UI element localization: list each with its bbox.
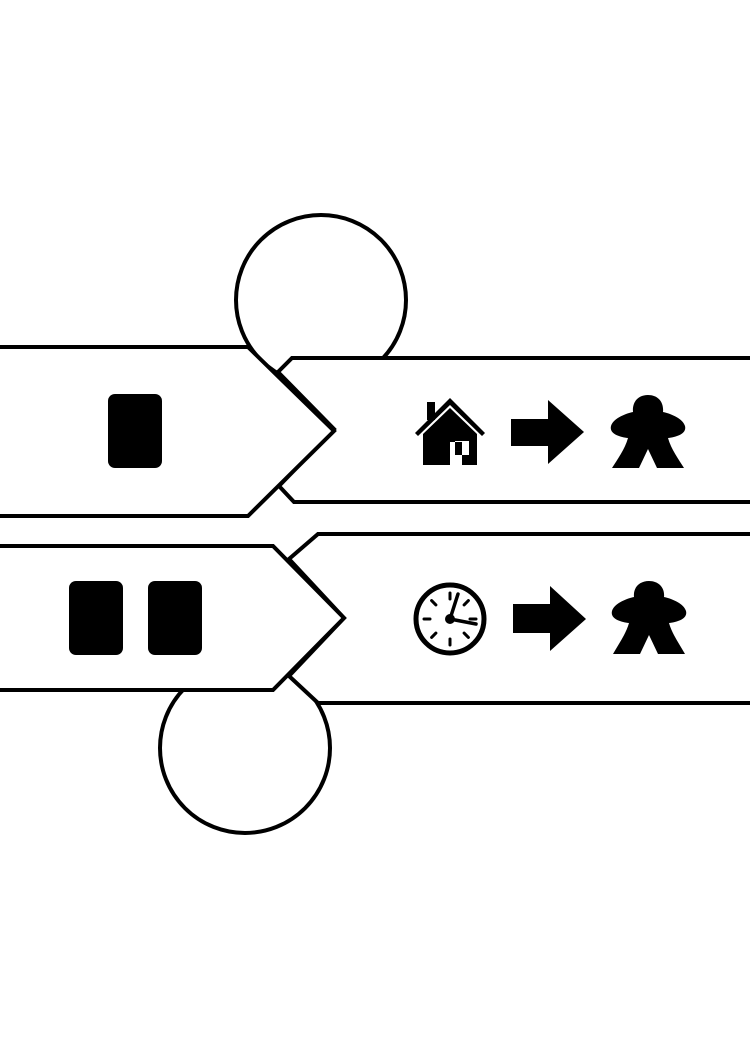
card-icon xyxy=(69,581,123,655)
action-row-2[interactable] xyxy=(0,532,750,705)
meeple-icon xyxy=(610,395,686,468)
arrow-right-icon xyxy=(511,400,584,464)
arrow-right-icon xyxy=(513,586,586,651)
card-icon xyxy=(148,581,202,655)
action-row-1[interactable] xyxy=(0,345,750,518)
cost-banner-1 xyxy=(0,345,337,518)
card-icon xyxy=(108,394,162,468)
clock-icon xyxy=(413,582,487,656)
house-icon xyxy=(415,398,485,465)
meeple-icon xyxy=(611,581,687,654)
